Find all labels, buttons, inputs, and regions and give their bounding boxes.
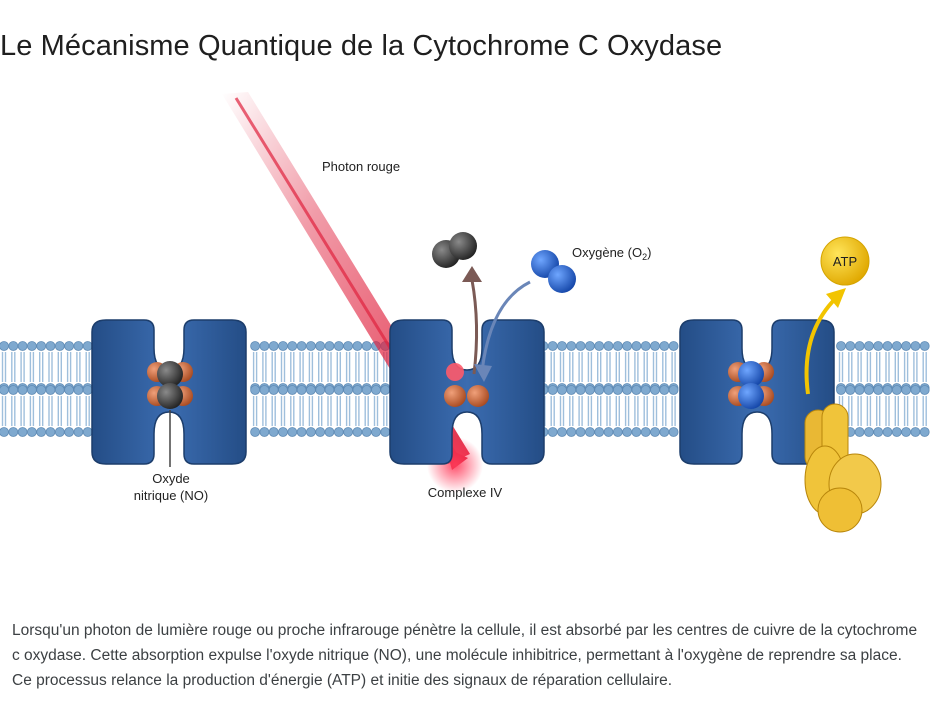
oxygen-molecule: [474, 250, 576, 382]
no-molecule-bound: [157, 361, 183, 387]
no-molecule-expelled: [432, 232, 482, 375]
lipid-bilayer: [0, 341, 930, 437]
atp-label: ATP: [833, 254, 857, 269]
complex-iv-left: [91, 319, 247, 467]
photon-label: Photon rouge: [322, 159, 400, 174]
oxygen-label: Oxygène (O2): [572, 245, 651, 262]
diagram-canvas: ATP Photon rouge Oxygène (O2) Oxyde nitr…: [0, 92, 930, 602]
page-title: Le Mécanisme Quantique de la Cytochrome …: [0, 30, 723, 62]
atp-synthase: [804, 288, 882, 533]
no-label-line2: nitrique (NO): [134, 488, 208, 503]
oxygen-bound: [738, 361, 764, 387]
atp-molecule: ATP: [820, 236, 870, 286]
copper-center: [444, 385, 466, 407]
complex-iv-label: Complexe IV: [428, 485, 503, 500]
caption-paragraph: Lorsqu'un photon de lumière rouge ou pro…: [12, 622, 918, 689]
complex-iv-right: [679, 319, 835, 465]
complex-iv-center: [389, 319, 545, 465]
diagram: ATP Photon rouge Oxygène (O2) Oxyde nitr…: [0, 92, 930, 602]
no-label-line1: Oxyde: [152, 471, 190, 486]
